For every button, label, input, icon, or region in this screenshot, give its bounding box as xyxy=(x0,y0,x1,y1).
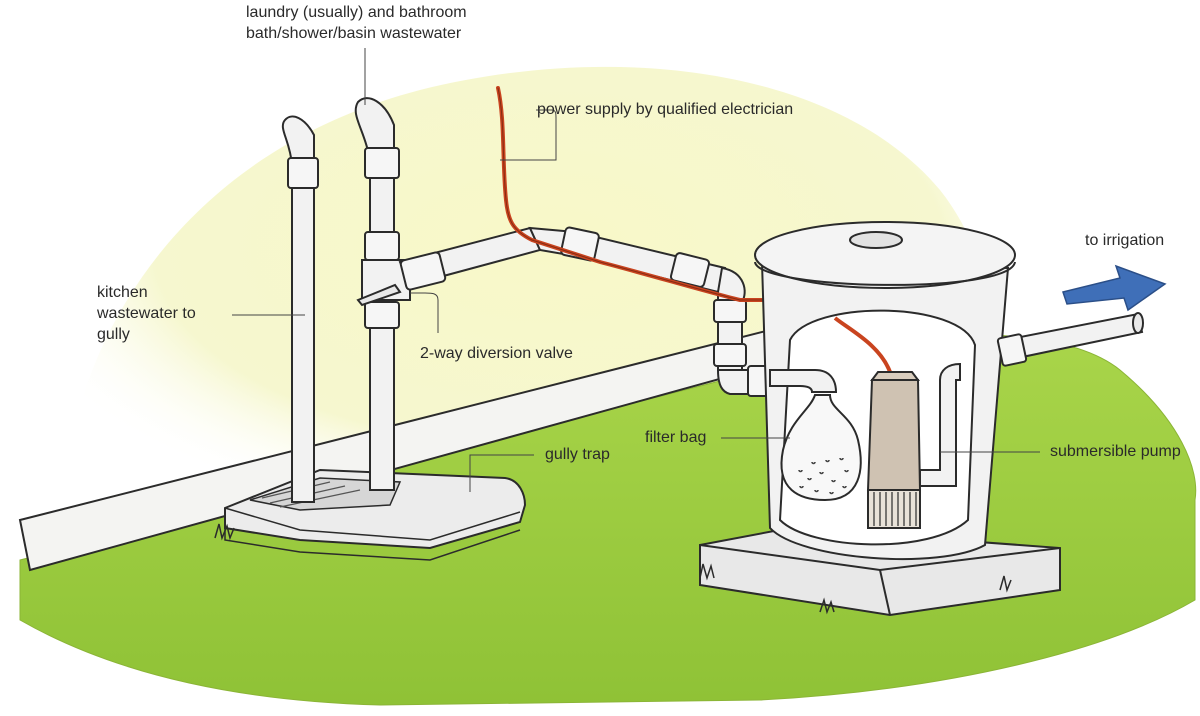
laundry-pipe xyxy=(354,97,400,491)
inlet-elbow xyxy=(769,369,838,393)
filter-bag-label: filter bag xyxy=(645,429,707,446)
greywater-source-label: laundry (usually) and bathroom bath/show… xyxy=(246,4,467,42)
gully-trap-label: gully trap xyxy=(545,446,610,463)
submersible-pump-label: submersible pump xyxy=(1050,443,1181,460)
diversion-valve-label: 2-way diversion valve xyxy=(420,345,573,362)
kitchen-pipe xyxy=(281,115,319,503)
diversion-valve xyxy=(356,259,411,307)
irrigation-arrow xyxy=(1062,264,1167,312)
submersible-pump xyxy=(833,316,961,529)
kitchen-wastewater-label: kitchen wastewater to gully xyxy=(97,284,196,343)
power-supply-label: power supply by qualified electrician xyxy=(537,101,794,118)
transfer-pipe xyxy=(398,226,796,397)
filter-bag xyxy=(780,394,862,502)
irrigation-label: to irrigation xyxy=(1085,232,1165,249)
outlet-pipe xyxy=(996,312,1144,367)
grass-tufts xyxy=(214,523,1012,615)
leader-lines xyxy=(232,48,1040,492)
